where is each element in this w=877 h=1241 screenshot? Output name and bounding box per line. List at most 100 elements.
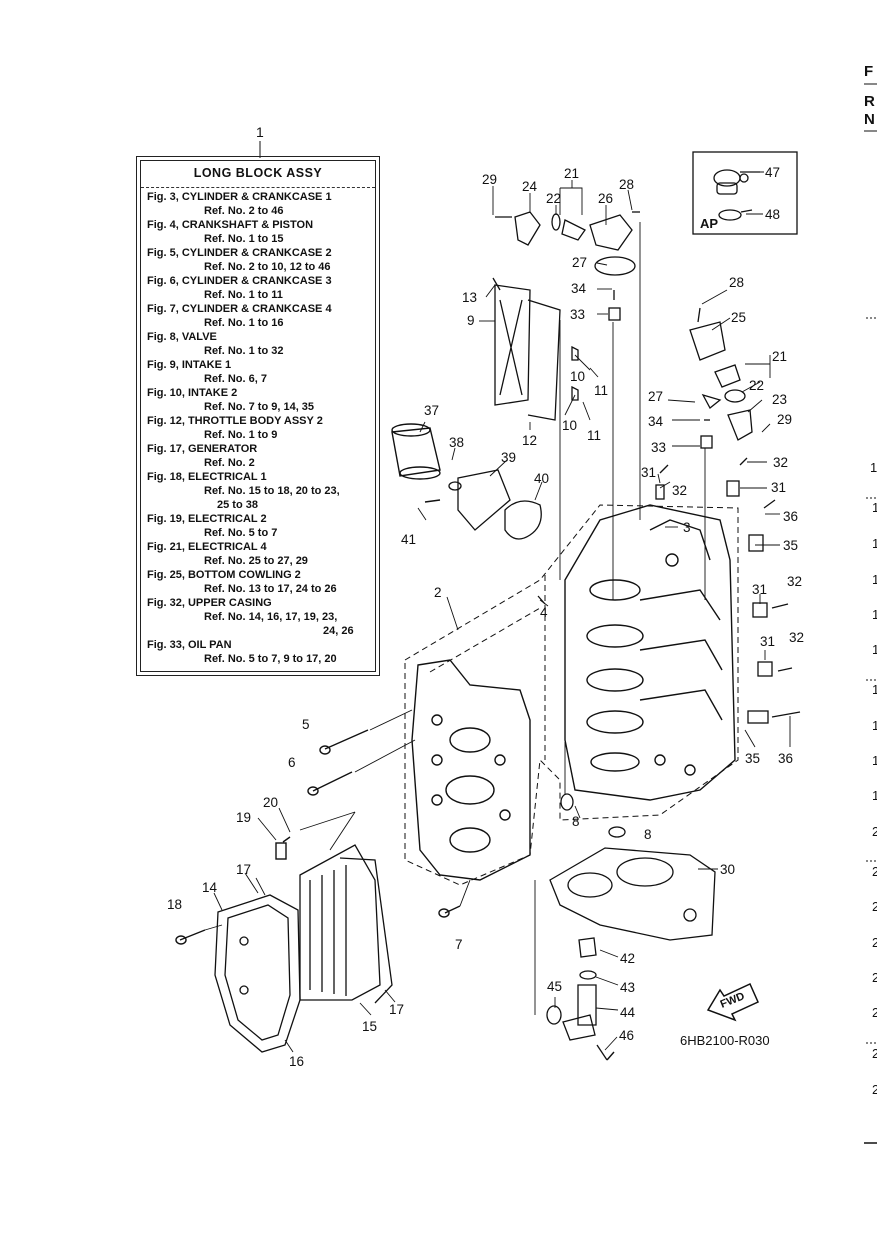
reference-range: Ref. No. 1 to 11 — [204, 289, 283, 301]
reference-figure: Fig. 32, UPPER CASING — [147, 597, 272, 609]
callout-15: 15 — [362, 1019, 377, 1034]
reference-range: Ref. No. 5 to 7, 9 to 17, 20 — [204, 653, 337, 665]
callout-26: 26 — [598, 191, 613, 206]
reference-entry: Fig. 5, CYLINDER & CRANKCASE 2 Ref. No. 2… — [147, 246, 354, 274]
reference-figure: Fig. 33, OIL PAN — [147, 639, 232, 651]
callout-34a: 34 — [571, 281, 587, 296]
callout-leaders — [213, 180, 791, 1053]
inset-label-47: 47 — [765, 165, 780, 180]
edge-number: 2 — [872, 1082, 877, 1097]
edge-number: 2 — [872, 1046, 877, 1061]
reference-figure: Fig. 18, ELECTRICAL 1 — [147, 471, 267, 483]
callout-labels: 2 3 4 5 6 7 8 8 9 10 10 11 11 12 13 14 1… — [167, 166, 804, 1069]
reference-range-continued: 24, 26 — [323, 625, 354, 637]
reference-figure: Fig. 3, CYLINDER & CRANKCASE 1 — [147, 191, 332, 203]
reference-list: Fig. 3, CYLINDER & CRANKCASE 1 Ref. No. 2… — [147, 190, 354, 666]
reference-range: Ref. No. 7 to 9, 14, 35 — [204, 401, 315, 413]
callout-31b: 31 — [771, 480, 786, 495]
reference-box-inner-border — [140, 160, 376, 672]
callout-39: 39 — [501, 450, 516, 465]
edge-number: 1 — [870, 460, 877, 475]
reference-figure: Fig. 21, ELECTRICAL 4 — [147, 541, 267, 553]
cylinder-block-body — [564, 504, 736, 801]
bolts — [175, 499, 615, 1061]
reference-range: Ref. No. 14, 16, 17, 19, 23, — [204, 611, 338, 623]
oil-filter-part — [391, 423, 441, 480]
callout-6: 6 — [288, 755, 296, 770]
cylinder-block-outline — [404, 504, 739, 886]
callout-41: 41 — [401, 532, 416, 547]
edge-number: 1 — [872, 788, 877, 803]
edge-letter-r: R — [864, 93, 875, 110]
callout-8b: 8 — [644, 827, 652, 842]
exhaust-cover-part — [299, 844, 393, 1004]
reference-figure: Fig. 19, ELECTRICAL 2 — [147, 513, 267, 525]
inset-label-48: 48 — [765, 207, 780, 222]
oil-pump-part — [448, 469, 511, 531]
callout-29b: 29 — [777, 412, 792, 427]
reference-figure: Fig. 25, BOTTOM COWLING 2 — [147, 569, 301, 581]
callout-12: 12 — [522, 433, 537, 448]
callout-17a: 17 — [236, 862, 251, 877]
callout-8a: 8 — [572, 814, 580, 829]
edge-number: 2 — [872, 970, 877, 985]
assembly-number-label: 1 — [256, 124, 264, 140]
edge-number: 1 — [872, 607, 877, 622]
callout-46: 46 — [619, 1028, 634, 1043]
callout-13: 13 — [462, 290, 477, 305]
edge-number: 2 — [872, 864, 877, 879]
oring-gasket-part — [504, 500, 542, 540]
reference-range: Ref. No. 2 to 46 — [204, 205, 284, 217]
callout-21b: 21 — [772, 349, 787, 364]
edge-number: 2 — [872, 899, 877, 914]
reference-figure: Fig. 9, INTAKE 1 — [147, 359, 232, 371]
callout-27b: 27 — [648, 389, 663, 404]
assembly-leader-lines — [204, 222, 706, 1015]
thermostat-parts — [492, 211, 801, 838]
drawing-code: 6HB2100-R030 — [680, 1033, 770, 1048]
callout-10a: 10 — [570, 369, 585, 384]
callout-28a: 28 — [619, 177, 634, 192]
callout-31c: 31 — [752, 582, 767, 597]
callout-32d: 32 — [789, 630, 804, 645]
right-edge-cropped-column: F R N 1 1 1 1 1 1 1 1 1 1 2 2 2 2 2 2 — [864, 63, 877, 1144]
reference-figure: Fig. 12, THROTTLE BODY ASSY 2 — [147, 415, 323, 427]
callout-28b: 28 — [729, 275, 744, 290]
reference-figure: Fig. 17, GENERATOR — [147, 443, 258, 455]
reference-range: Ref. No. 1 to 9 — [204, 429, 278, 441]
cover-plate-part — [214, 894, 301, 1053]
callout-11b: 11 — [587, 428, 601, 443]
reference-range-continued: 25 to 38 — [217, 499, 258, 511]
callout-45: 45 — [547, 979, 562, 994]
reference-entry: Fig. 12, THROTTLE BODY ASSY 2 Ref. No. 1 … — [147, 414, 354, 442]
callout-32a: 32 — [672, 483, 687, 498]
edge-number: 1 — [872, 642, 877, 657]
callout-17b: 17 — [389, 1002, 404, 1017]
reference-figure: Fig. 5, CYLINDER & CRANKCASE 2 — [147, 247, 332, 259]
edge-number: 2 — [872, 1005, 877, 1020]
callout-34b: 34 — [648, 414, 664, 429]
edge-number: 1 — [872, 572, 877, 587]
edge-letter-n: N — [864, 111, 875, 128]
reference-entry: Fig. 33, OIL PAN Ref. No. 5 to 7, 9 to 17… — [147, 638, 354, 666]
fwd-arrow-icon — [706, 983, 759, 1022]
reference-range: Ref. No. 1 to 15 — [204, 233, 284, 245]
callout-42: 42 — [620, 951, 635, 966]
ap-inset-tag: AP — [700, 216, 718, 231]
callout-33b: 33 — [651, 440, 666, 455]
reference-range: Ref. No. 2 to 10, 12 to 46 — [204, 261, 331, 273]
callout-11a: 11 — [594, 383, 608, 398]
inset-sensor-icon — [713, 169, 760, 195]
long-block-reference-box: LONG BLOCK ASSY Fig. 3, CYLINDER & CRANK… — [136, 156, 380, 676]
crankcase-body — [411, 659, 531, 881]
callout-43: 43 — [620, 980, 635, 995]
callout-5: 5 — [302, 717, 310, 732]
edge-number: 1 — [872, 753, 877, 768]
